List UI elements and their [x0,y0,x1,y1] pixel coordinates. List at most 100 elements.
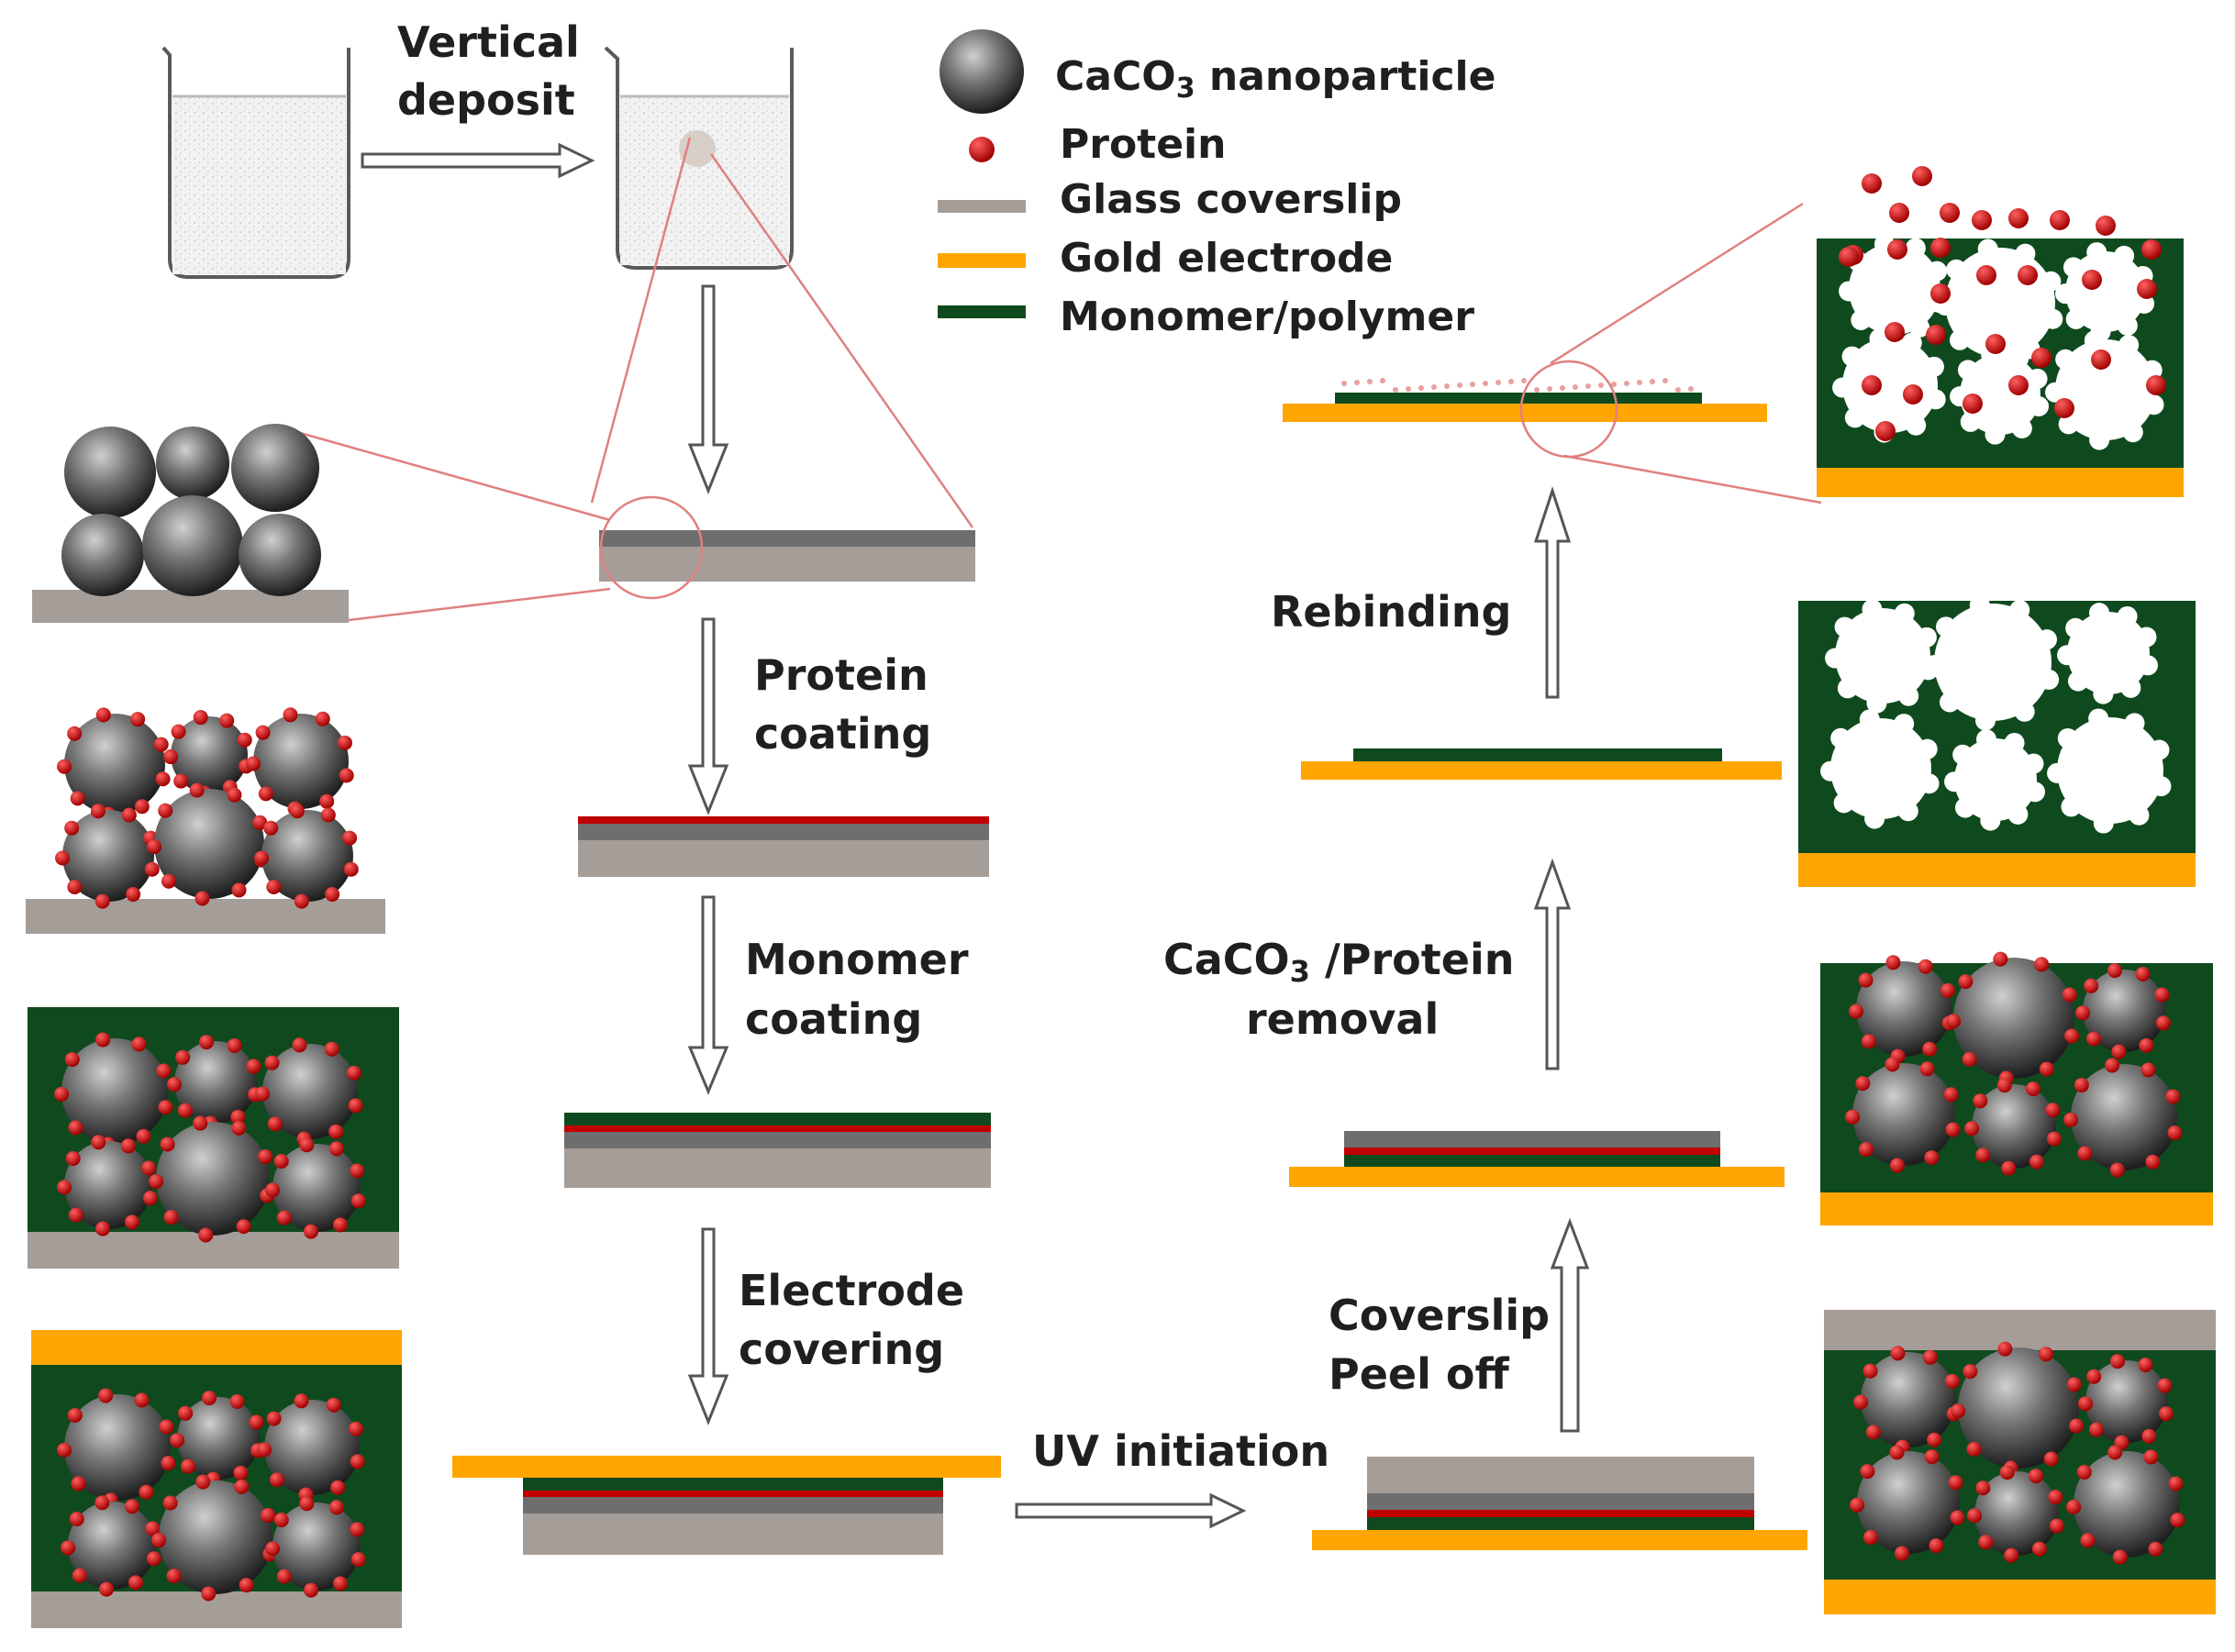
step-uv-initiation-label: UV initiation [1032,1426,1329,1476]
protein-dot [258,786,273,802]
rebound-protein-dot [1444,383,1450,389]
protein-dot [2026,1081,2041,1097]
cavity-site [1894,603,1915,624]
cavity-site [1924,655,1945,676]
cavity-site [2093,683,2114,704]
electrode-stage [452,1456,1001,1555]
nanoparticle [1972,1084,2056,1169]
nanoparticle [264,1400,360,1495]
protein-dot [167,1077,183,1092]
protein-dot [264,1055,280,1070]
cavity-site [1977,238,1998,260]
step-protein-coating-label-1: Protein [754,650,928,700]
protein-dot [249,1414,264,1430]
arrow-down-1 [687,284,729,495]
zoom-lines-2 [1550,202,1822,504]
protein-dot [343,861,359,877]
cavity-site [1851,309,1872,330]
cavity-site [1869,328,1890,349]
protein-dot [2039,1347,2054,1362]
cavity-site [2004,732,2025,753]
cavity-site [1918,773,1940,794]
nanoparticle [2083,970,2165,1052]
protein-dot [252,815,268,830]
protein-dot [2008,208,2029,228]
protein-dot [2034,957,2050,972]
arrow-down-2 [687,617,729,816]
protein-dot [153,737,169,752]
cavity-site [1954,797,1975,818]
protein-dot [236,1219,251,1235]
cavity-site [2065,617,2086,638]
protein-dot [156,1063,172,1079]
protein-dot [2085,1031,2101,1047]
cavity-site [2067,671,2088,692]
cavity-site [2117,605,2138,626]
cavity-site [1960,411,1981,432]
cavity-site [2118,335,2140,356]
protein-dot [120,1138,136,1154]
detail-peeled [1820,951,2213,1225]
protein-dot [2062,987,2077,1003]
cavity-site [1949,329,1970,350]
protein-dot [346,1065,361,1081]
protein-dot [95,707,111,723]
cavity-site [1923,356,1944,377]
rebound-protein-dot [1624,381,1629,386]
protein-dot [283,707,298,723]
cavity-site [1944,771,1965,793]
cavity-site [2137,655,2158,676]
protein-dot [2086,1369,2102,1384]
protein-dot [1850,1497,1865,1513]
uv-initiation-arrow [1015,1492,1247,1529]
template-removed-stage [1301,748,1782,780]
nanoparticle [64,714,165,815]
protein-dot [177,1103,193,1118]
cavity-site [1839,281,1860,302]
protein-dot [2145,1154,2161,1170]
protein-dot [263,820,279,836]
rebound-protein-dot [1496,380,1501,385]
step-vertical-deposit-label-2: deposit [397,75,575,125]
rebound-protein-dot [1611,382,1617,387]
rebound-protein-dot [1573,384,1578,390]
rebound-protein-dot [1560,385,1565,391]
cavity-site [1985,424,2006,445]
protein-dot [227,1037,242,1053]
protein-dot [342,830,358,846]
protein-dot [320,807,336,823]
legend-protein-label: Protein [1060,121,1226,168]
protein-dot [1997,1341,2013,1357]
protein-dot [67,879,83,894]
rebound-protein-dot [1418,385,1424,391]
protein-dot [330,1480,346,1495]
protein-dot [2154,987,2170,1003]
cavity-site [1969,594,1990,615]
protein-dot [266,879,282,894]
protein-dot [161,1456,176,1471]
protein-dot [1890,1346,1906,1361]
protein-dot [151,1533,167,1548]
protein-dot [201,1586,217,1602]
protein-dot [1963,1364,1978,1380]
protein-dot [324,1041,339,1057]
protein-dot [1865,1425,1881,1440]
cavity-site [1862,599,1883,620]
protein-dot [2008,375,2029,395]
cavity-site [1866,693,1887,714]
protein-dot [2168,1476,2184,1491]
protein-dot [57,759,72,774]
protein-dot [1889,1445,1905,1460]
legend-electrode-swatch [938,253,1026,268]
cavity-site [1974,710,1996,731]
cavity-site [2093,813,2114,834]
protein-dot [2084,978,2099,993]
protein-dot [195,1474,211,1490]
protein-dot [1919,1061,1935,1077]
protein-dot [2091,349,2111,370]
rebound-protein-dot [1675,387,1681,393]
protein-dot [1993,951,2008,967]
protein-dot [1862,375,1882,395]
cavity-site [2058,414,2079,435]
cavity-site [2011,417,2032,438]
